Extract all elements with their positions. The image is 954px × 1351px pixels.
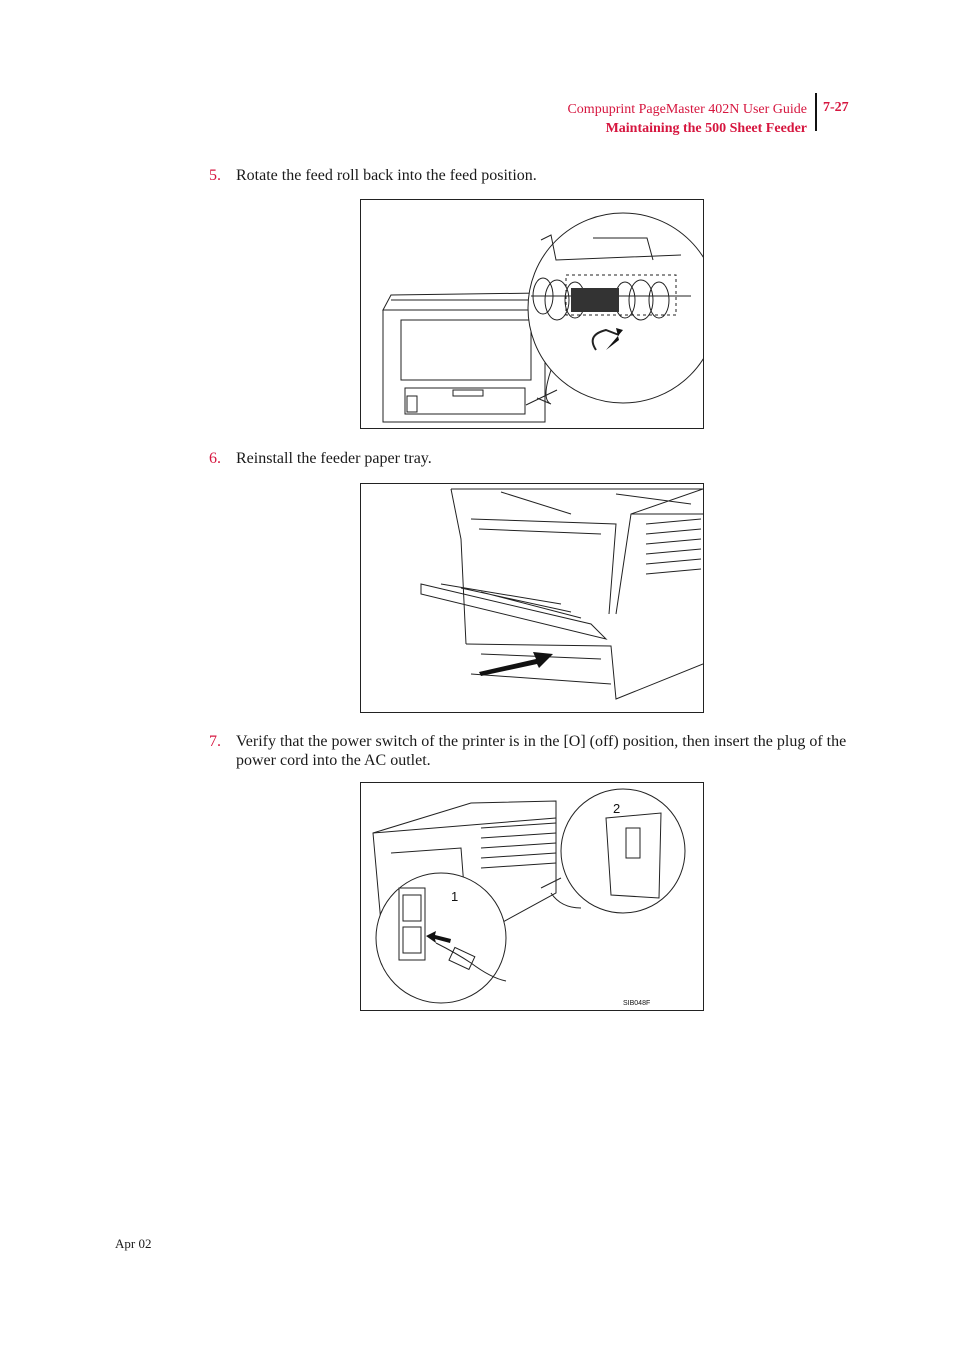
step-6: 6. Reinstall the feeder paper tray.: [209, 449, 869, 468]
step-text: Rotate the feed roll back into the feed …: [236, 167, 537, 184]
running-header: Compuprint PageMaster 402N User Guide Ma…: [567, 100, 807, 138]
figure-power-cord: 1 2 SIB048F: [360, 782, 704, 1011]
header-divider: [815, 93, 817, 131]
step-7: 7. Verify that the power switch of the p…: [209, 732, 869, 770]
step-text: Reinstall the feeder paper tray.: [236, 450, 432, 467]
step-5: 5. Rotate the feed roll back into the fe…: [209, 166, 869, 185]
paper-tray-illustration: [420, 488, 703, 700]
callout-switch: 2: [613, 801, 620, 816]
guide-title: Compuprint PageMaster 402N User Guide: [567, 102, 807, 117]
step-number: 7.: [209, 733, 221, 750]
step-text: Verify that the power switch of the prin…: [236, 733, 847, 769]
feed-roll-illustration: [382, 212, 703, 423]
figure-paper-tray: [360, 483, 704, 713]
step-number: 6.: [209, 450, 221, 467]
callout-outlet: 1: [451, 889, 458, 904]
section-title: Maintaining the 500 Sheet Feeder: [605, 121, 807, 136]
power-cord-illustration: 1 2 SIB048F: [372, 788, 686, 1007]
figure-feed-roll: [360, 199, 704, 429]
page-number: 7-27: [823, 100, 849, 115]
figure-code: SIB048F: [623, 1000, 650, 1007]
step-number: 5.: [209, 167, 221, 184]
footer-date: Apr 02: [115, 1236, 152, 1251]
